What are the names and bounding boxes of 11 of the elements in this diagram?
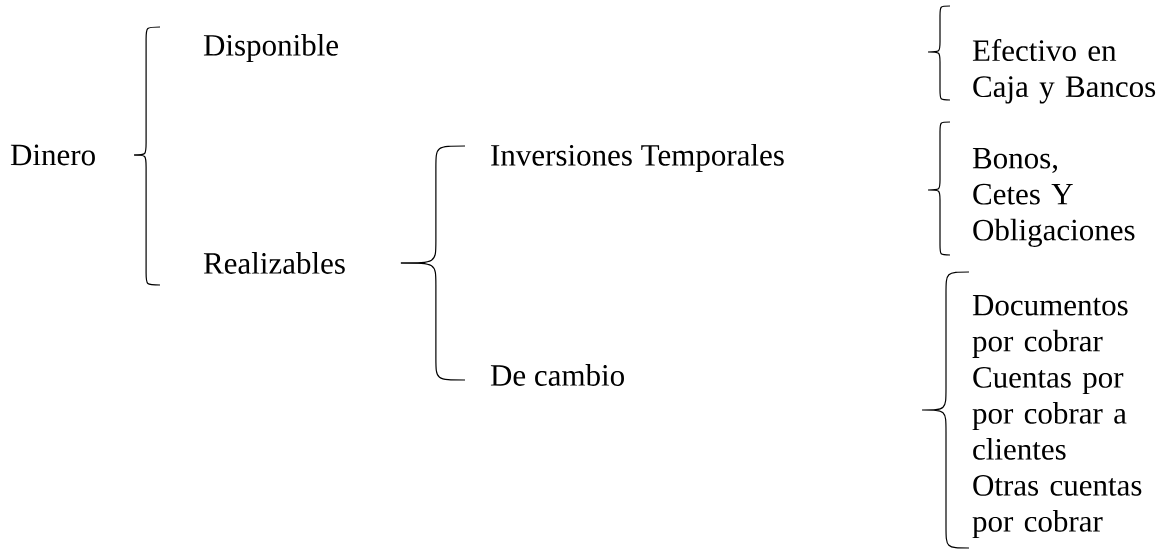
- term-text: Realizables: [203, 252, 345, 274]
- list-text: Efectivo en Caja y Bancos: [972, 39, 1156, 104]
- term-text: De cambio: [490, 364, 624, 386]
- term-text: Disponible: [203, 33, 338, 63]
- list-text: Cuentas por por cobrar a clientes: [972, 367, 1127, 460]
- half-brace: [400, 262, 466, 381]
- list-text: Bonos, Cetes Y Obligaciones: [972, 148, 1135, 247]
- list-text: Otras cuentas por cobrar: [972, 475, 1142, 539]
- term-text: Inversiones Temporales: [491, 143, 784, 173]
- term-text: Dinero: [10, 144, 95, 166]
- list-text: Documentos por cobrar: [972, 295, 1128, 358]
